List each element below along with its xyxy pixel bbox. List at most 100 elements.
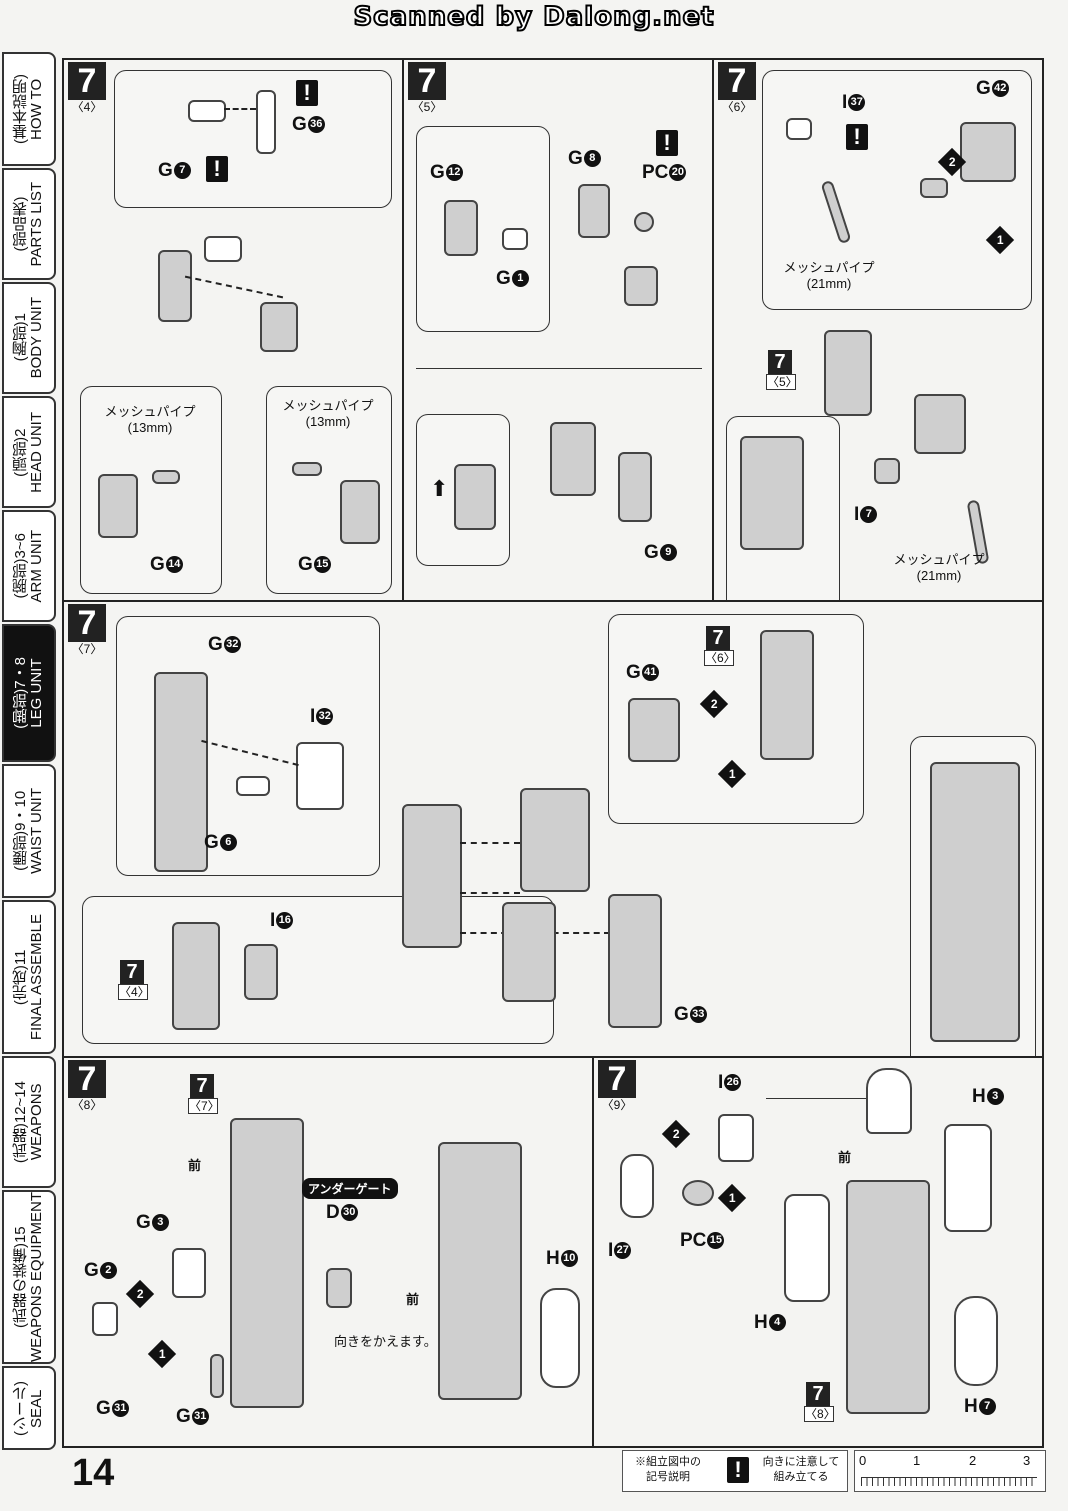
part-piece	[550, 422, 596, 496]
caution-icon: !	[656, 130, 678, 156]
detail-bubble	[762, 70, 1032, 310]
tab-label: (武器)12~14 WEAPONS	[12, 1080, 45, 1164]
part-piece	[954, 1296, 998, 1386]
tab-label: (基本説明) HOW TO	[12, 74, 45, 144]
part-piece	[618, 452, 652, 522]
part-piece	[960, 122, 1016, 182]
part-piece	[540, 1288, 580, 1388]
part-piece	[784, 1194, 830, 1302]
step-number: 7	[598, 1060, 636, 1098]
divider	[416, 368, 702, 369]
tab-parts-list[interactable]: (部品表) PARTS LIST	[2, 168, 56, 280]
ref-substep-number: 〈8〉	[804, 1406, 836, 1422]
part-piece	[608, 894, 662, 1028]
part-piece	[502, 228, 528, 250]
part-piece	[172, 1248, 206, 1298]
part-piece	[634, 212, 654, 232]
step-number: 7	[68, 62, 106, 100]
part-label-pipe: メッシュパイプ (13mm)	[282, 398, 374, 429]
assembly-arrow	[460, 842, 520, 844]
tab-weapons-equipment[interactable]: (武器の装備)15 WEAPONS EQUIPMENT	[2, 1190, 56, 1364]
ref-step-number: 7	[768, 350, 792, 374]
tab-weapons[interactable]: (武器)12~14 WEAPONS	[2, 1056, 56, 1188]
tab-waist-unit[interactable]: (腰部)9・10 WAIST UNIT	[2, 764, 56, 898]
legend-title: ※組立図中の 記号説明	[635, 1456, 701, 1483]
step-order-2: 2	[125, 1279, 155, 1309]
divider	[766, 1098, 866, 1099]
watermark: Scanned by Dalong.net	[352, 1, 715, 33]
tab-arm-unit[interactable]: (腕部)3~6 ARM UNIT	[2, 510, 56, 622]
part-piece	[624, 266, 658, 306]
tab-leg-unit[interactable]: (脚部)7・8 LEG UNIT	[2, 624, 56, 762]
part-piece	[326, 1268, 352, 1308]
ref-step-number: 7	[806, 1382, 830, 1406]
tab-seal[interactable]: (シール) SEAL	[2, 1366, 56, 1450]
part-piece	[236, 776, 270, 796]
assembly-arrow	[224, 108, 256, 110]
front-label: 前	[188, 1158, 202, 1173]
tab-head-unit[interactable]: (頭部)2 HEAD UNIT	[2, 396, 56, 508]
part-piece	[874, 458, 900, 484]
tab-final-assemble[interactable]: (完成)11 FINAL ASSEMBLE	[2, 900, 56, 1054]
ref-substep-number: 〈4〉	[118, 984, 150, 1000]
ref-step-number: 7	[120, 960, 144, 984]
part-piece	[188, 100, 226, 122]
detail-bubble	[114, 70, 392, 208]
tab-body-unit[interactable]: (胸部)1 BODY UNIT	[2, 282, 56, 394]
tab-label: (武器の装備)15 WEAPONS EQUIPMENT	[12, 1191, 45, 1363]
part-label-pipe: メッシュパイプ (21mm)	[893, 552, 985, 583]
tab-how-to[interactable]: (基本説明) HOW TO	[2, 52, 56, 166]
part-piece	[520, 788, 590, 892]
part-piece	[260, 302, 298, 352]
tab-label: (完成)11 FINAL ASSEMBLE	[12, 913, 45, 1041]
step-order-2: 2	[661, 1119, 691, 1149]
caution-icon: !	[206, 156, 228, 182]
part-piece	[292, 462, 322, 476]
step-number: 7	[68, 1060, 106, 1098]
part-piece	[824, 330, 872, 416]
tab-label: (シール) SEAL	[12, 1380, 45, 1436]
part-piece	[158, 250, 192, 322]
tab-label: (頭部)2 HEAD UNIT	[12, 411, 45, 493]
part-piece	[204, 236, 242, 262]
part-piece	[256, 90, 276, 154]
substep-number: 〈6〉	[721, 100, 753, 114]
part-piece	[786, 118, 812, 140]
part-piece	[846, 1180, 930, 1414]
tab-label: (腕部)3~6 ARM UNIT	[12, 529, 45, 603]
part-piece	[152, 470, 180, 484]
part-piece	[866, 1068, 912, 1134]
ruler-ticks	[861, 1477, 1037, 1486]
substep-number: 〈4〉	[71, 100, 103, 114]
part-piece	[502, 902, 556, 1002]
part-piece	[438, 1142, 522, 1400]
part-piece	[718, 1114, 754, 1162]
page-number: 14	[72, 1452, 115, 1494]
part-piece	[154, 672, 208, 872]
front-label: 前	[406, 1292, 420, 1307]
